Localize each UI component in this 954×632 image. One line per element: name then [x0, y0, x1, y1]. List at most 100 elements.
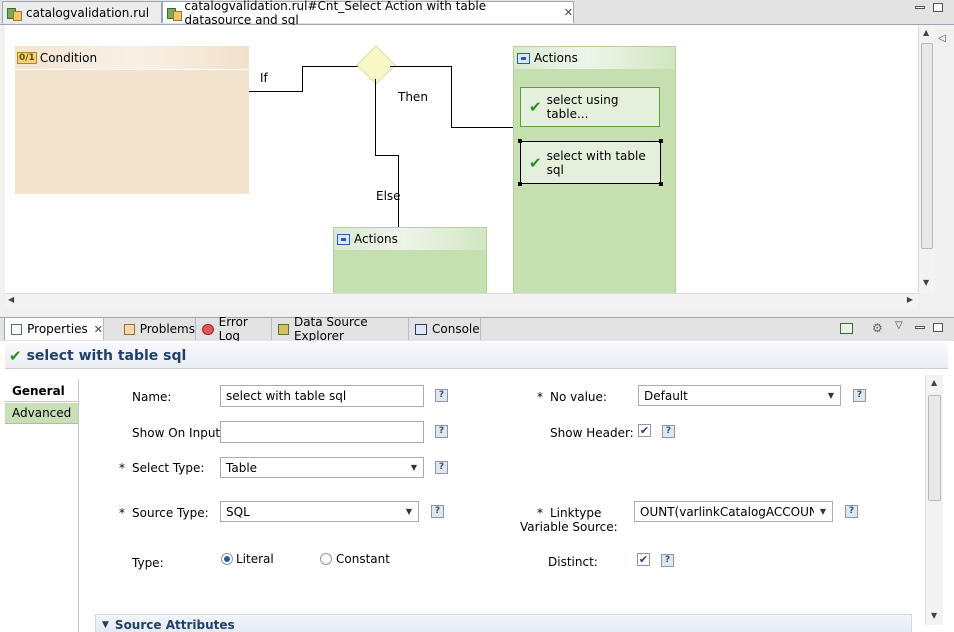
help-icon[interactable]: ? [435, 389, 448, 402]
show-on-input-label: Show On Input: [132, 426, 225, 440]
select-type-dropdown[interactable]: Table ▼ [220, 457, 424, 478]
tab-console[interactable]: Console [409, 318, 481, 340]
problems-icon [124, 323, 135, 335]
source-attributes-section[interactable]: ▼ Source Attributes [95, 614, 912, 632]
linktype-variable-source-dropdown[interactable]: OUNT(varlinkCatalogACCOUNT) ▼ [634, 501, 833, 522]
tab-console-label: Console [432, 322, 480, 336]
selection-handle[interactable] [659, 182, 663, 186]
tab-error-log-label: Error Log [218, 315, 248, 343]
else-connector [375, 155, 399, 156]
help-icon[interactable]: ? [431, 505, 444, 518]
select-type-label: Select Type: [132, 461, 205, 475]
canvas-horizontal-scrollbar[interactable]: ◀ ▶ [5, 293, 918, 308]
help-icon[interactable]: ? [662, 425, 675, 438]
tab-problems[interactable]: Problems [118, 318, 196, 340]
action-item-label: select using table... [546, 93, 619, 121]
chevron-left-icon[interactable]: ◁ [938, 33, 946, 44]
tab-problems-label: Problems [139, 322, 195, 336]
editor-tab-cnt-select-action[interactable]: catalogvalidation.rul#Cnt_Select Action … [162, 0, 574, 27]
dropdown-arrow-icon: ▼ [814, 502, 832, 521]
properties-vertical-scrollbar[interactable]: ▲ ▼ [925, 375, 943, 625]
distinct-label: Distinct: [548, 555, 598, 569]
scroll-up-icon[interactable]: ▲ [931, 378, 938, 387]
decision-node[interactable] [356, 45, 396, 85]
canvas-vertical-scrollbar[interactable]: ▲ ▼ [918, 25, 935, 293]
scrollbar-thumb[interactable] [921, 43, 933, 249]
general-form: Name: select with table sql ? Show On In… [80, 372, 925, 632]
tab-data-source-explorer[interactable]: Data Source Explorer [272, 315, 409, 343]
dropdown-arrow-icon: ▼ [822, 386, 840, 405]
scroll-down-icon[interactable]: ▼ [931, 611, 938, 620]
section-title: Source Attributes [114, 618, 235, 632]
literal-radio[interactable] [221, 553, 233, 565]
condition-node[interactable]: 0/1 Condition [15, 46, 249, 194]
action-item-select-using-table[interactable]: ✔ select using table... [520, 87, 660, 127]
show-header-checkbox[interactable]: ✔ [638, 424, 651, 437]
help-icon[interactable]: ? [845, 505, 858, 518]
scroll-up-icon[interactable]: ▲ [923, 28, 930, 37]
else-connector [375, 79, 376, 156]
rule-file-icon [167, 6, 182, 21]
scroll-down-icon[interactable]: ▼ [923, 278, 930, 287]
tab-error-log[interactable]: Error Log [196, 315, 272, 343]
editor-tab-label: catalogvalidation.rul [26, 5, 150, 20]
editor-tab-bar: catalogvalidation.rul catalogvalidation.… [0, 0, 954, 27]
editor-tab-catalogvalidation[interactable]: catalogvalidation.rul [2, 1, 162, 23]
help-icon[interactable]: ? [661, 554, 674, 567]
chevron-down-icon[interactable]: ▽ [895, 320, 903, 331]
select-type-value: Table [226, 460, 258, 475]
action-item-select-with-table-sql[interactable]: ✔ select with table sql [518, 139, 663, 186]
scrollbar-thumb[interactable] [928, 395, 941, 501]
view-tab-bar: Properties ✕ Problems Error Log Data Sou… [0, 315, 954, 343]
minimize-icon[interactable] [915, 6, 925, 9]
console-icon [415, 323, 427, 335]
check-icon: ✔ [529, 153, 542, 172]
action-item-label: select with table sql [546, 148, 646, 177]
variable-source-label: Variable Source: [520, 520, 618, 534]
settings-icon[interactable]: ⚙ [872, 321, 883, 335]
constant-radio[interactable] [320, 553, 332, 565]
name-input[interactable]: select with table sql [220, 385, 424, 407]
show-on-input-field[interactable] [220, 421, 424, 443]
maximize-icon[interactable] [933, 3, 943, 12]
source-type-dropdown[interactable]: SQL ▼ [220, 501, 419, 522]
properties-icon [11, 323, 23, 335]
no-value-label: No value: [550, 390, 607, 404]
scroll-right-icon[interactable]: ▶ [906, 295, 913, 304]
else-actions-container[interactable]: Actions [333, 227, 487, 293]
check-icon: ✔ [9, 346, 22, 365]
selection-handle[interactable] [659, 139, 663, 143]
rule-file-icon [7, 6, 22, 21]
error-log-icon [202, 323, 214, 335]
minimize-icon[interactable] [915, 326, 925, 329]
then-actions-label: Actions [534, 51, 578, 65]
then-connector [451, 127, 513, 128]
close-icon[interactable]: ✕ [93, 322, 103, 336]
linktype-label: Linktype [550, 506, 602, 520]
help-icon[interactable]: ? [435, 425, 448, 438]
required-marker: * [119, 506, 125, 520]
selection-handle[interactable] [518, 139, 522, 143]
condition-header: 0/1 Condition [15, 46, 249, 70]
else-label: Else [376, 189, 401, 203]
if-connector [302, 66, 360, 67]
no-value-dropdown[interactable]: Default ▼ [638, 385, 841, 406]
selection-handle[interactable] [518, 182, 522, 186]
pin-icon[interactable] [840, 323, 853, 334]
tab-general[interactable]: General [5, 381, 78, 402]
then-actions-container[interactable]: Actions ✔ select using table... ✔ select… [513, 46, 676, 293]
distinct-checkbox[interactable]: ✔ [637, 553, 650, 566]
scroll-left-icon[interactable]: ◀ [8, 295, 15, 304]
show-header-label: Show Header: [550, 426, 634, 440]
help-icon[interactable]: ? [853, 389, 866, 402]
maximize-icon[interactable] [933, 323, 943, 332]
tab-advanced[interactable]: Advanced [5, 403, 78, 424]
actions-icon [337, 233, 350, 245]
help-icon[interactable]: ? [435, 461, 448, 474]
close-icon[interactable]: ✕ [563, 6, 573, 19]
rule-diagram-canvas[interactable]: 0/1 Condition If Then Else Actions ✔ sel… [5, 25, 918, 293]
then-connector [451, 66, 452, 128]
tab-properties[interactable]: Properties ✕ [4, 318, 104, 340]
if-label: If [260, 71, 268, 85]
condition-icon: 0/1 [17, 51, 37, 64]
